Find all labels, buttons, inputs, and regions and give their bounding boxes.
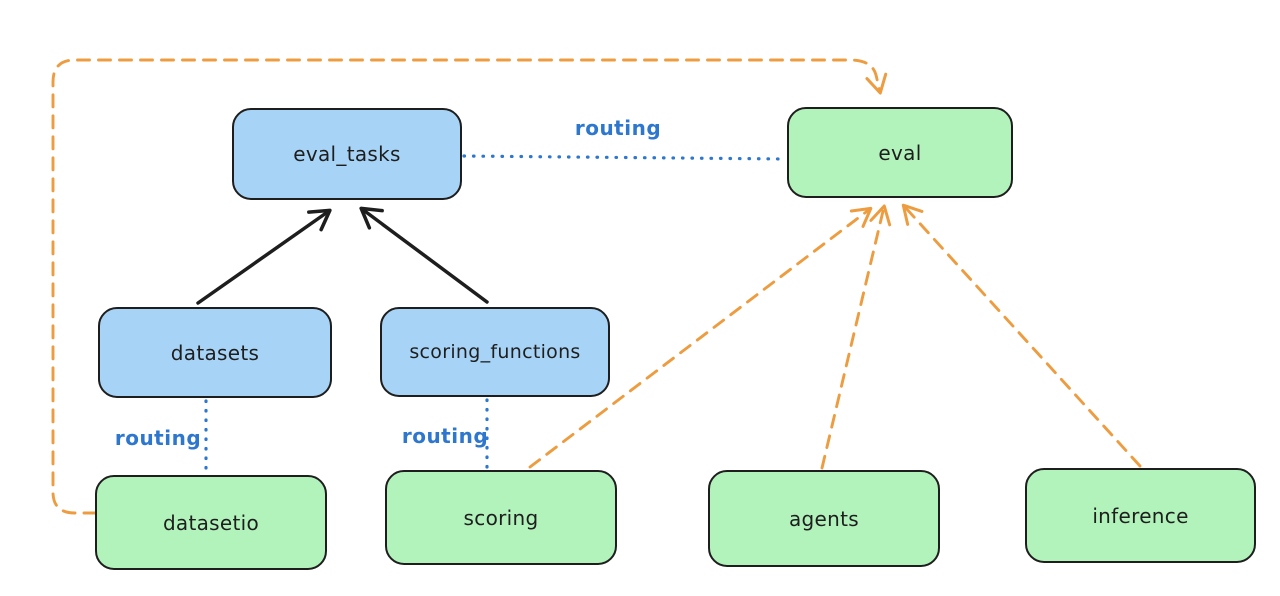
node-inference-label: inference <box>1092 503 1189 528</box>
node-agents: agents <box>708 470 940 567</box>
node-datasets: datasets <box>98 307 332 398</box>
node-scoring-functions-label: scoring_functions <box>409 341 581 363</box>
node-scoring-functions: scoring_functions <box>380 307 610 397</box>
node-inference: inference <box>1025 468 1256 563</box>
edge-datasetio-to-eval <box>51 58 888 515</box>
edge-eval-tasks-to-eval-routing <box>462 154 788 161</box>
edge-inference-to-eval <box>901 203 1142 468</box>
routing-label-top: routing <box>574 116 662 140</box>
edge-scoring-functions-to-eval-tasks <box>359 206 489 304</box>
edge-datasets-to-eval-tasks <box>196 208 332 305</box>
node-eval: eval <box>787 107 1013 198</box>
node-eval-tasks-label: eval_tasks <box>293 142 401 166</box>
node-datasetio-label: datasetio <box>162 510 260 535</box>
node-agents-label: agents <box>789 506 859 531</box>
routing-label-middle: routing <box>401 424 489 448</box>
node-datasets-label: datasets <box>170 340 260 365</box>
routing-label-left: routing <box>114 426 202 450</box>
node-scoring: scoring <box>385 470 617 565</box>
edge-scoring-to-eval <box>528 206 873 469</box>
node-scoring-label: scoring <box>463 505 539 530</box>
node-datasetio: datasetio <box>95 475 327 570</box>
edge-agents-to-eval <box>820 204 892 470</box>
node-eval-label: eval <box>878 140 922 165</box>
node-eval-tasks: eval_tasks <box>232 108 462 200</box>
